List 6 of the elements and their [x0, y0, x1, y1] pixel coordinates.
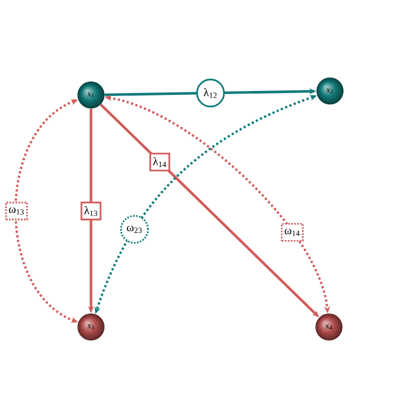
edge-label: λ$_{13}$ — [80, 202, 102, 220]
edge-label: ω$_{14}$ — [280, 222, 304, 242]
edge-label: ω$_{13}$ — [5, 202, 28, 220]
edge-label: ω$_{23}$ — [120, 215, 149, 244]
edge-label: λ$_{12}$ — [196, 78, 225, 108]
edge-label: λ$_{14}$ — [149, 152, 170, 172]
